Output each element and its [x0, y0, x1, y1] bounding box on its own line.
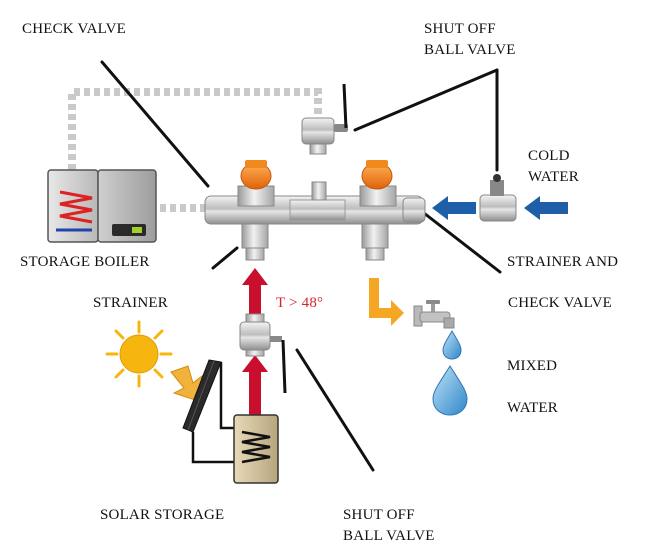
label-shut-off-bottom-1: SHUT OFF: [343, 507, 415, 523]
sun-icon: [105, 320, 173, 388]
ball-valve-icon: [239, 313, 287, 394]
pointer-lines: [100, 60, 502, 472]
faucet-icon: [413, 300, 455, 329]
cold-water-arrows: [432, 196, 568, 220]
label-temperature: T > 48°: [276, 295, 324, 311]
dotted-pipes: [68, 88, 322, 212]
water-drop-icon: [442, 330, 462, 360]
label-cold: COLD: [528, 148, 570, 164]
mixed-water-arrow: [369, 278, 404, 326]
label-solar-storage: SOLAR STORAGE: [100, 507, 225, 523]
label-strainer: STRAINER: [93, 295, 168, 311]
label-shut-off-bottom-2: BALL VALVE: [343, 528, 435, 544]
label-cold-water: WATER: [528, 169, 579, 185]
storage-boiler-icon: [47, 169, 157, 243]
label-mixed: MIXED: [507, 358, 558, 374]
ball-valve-icon: [301, 83, 348, 155]
hot-water-arrows: [242, 268, 268, 415]
label-strainer-and: STRAINER AND: [507, 254, 619, 270]
label-shut-off-top-2: BALL VALVE: [424, 42, 516, 58]
ball-valve-icon: [479, 174, 517, 222]
label-shut-off-top-1: SHUT OFF: [424, 21, 496, 37]
water-drop-icon: [432, 365, 468, 416]
label-water: WATER: [507, 400, 558, 416]
solar-storage-tank-icon: [233, 414, 279, 484]
label-storage-boiler: STORAGE BOILER: [20, 254, 150, 270]
label-check-valve-right: CHECK VALVE: [508, 295, 613, 311]
mixing-valve-icon: [204, 160, 426, 261]
label-check-valve: CHECK VALVE: [22, 21, 127, 37]
solar-loop-pipes: [191, 362, 236, 464]
